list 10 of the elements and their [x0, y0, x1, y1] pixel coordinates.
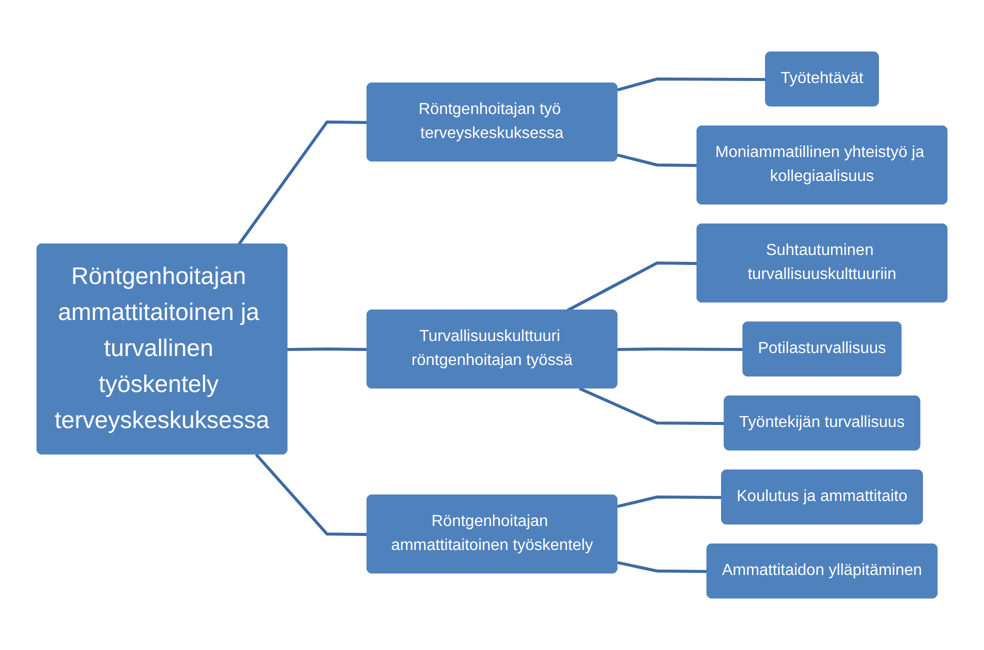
connector: [617, 78, 766, 92]
connector: [287, 348, 368, 351]
connector: [566, 262, 698, 312]
connector: [238, 120, 368, 246]
connector: [578, 387, 725, 425]
connector: [617, 348, 744, 351]
connector: [617, 154, 698, 167]
connector: [617, 561, 708, 573]
connector: [617, 496, 722, 508]
connector: [255, 454, 368, 536]
